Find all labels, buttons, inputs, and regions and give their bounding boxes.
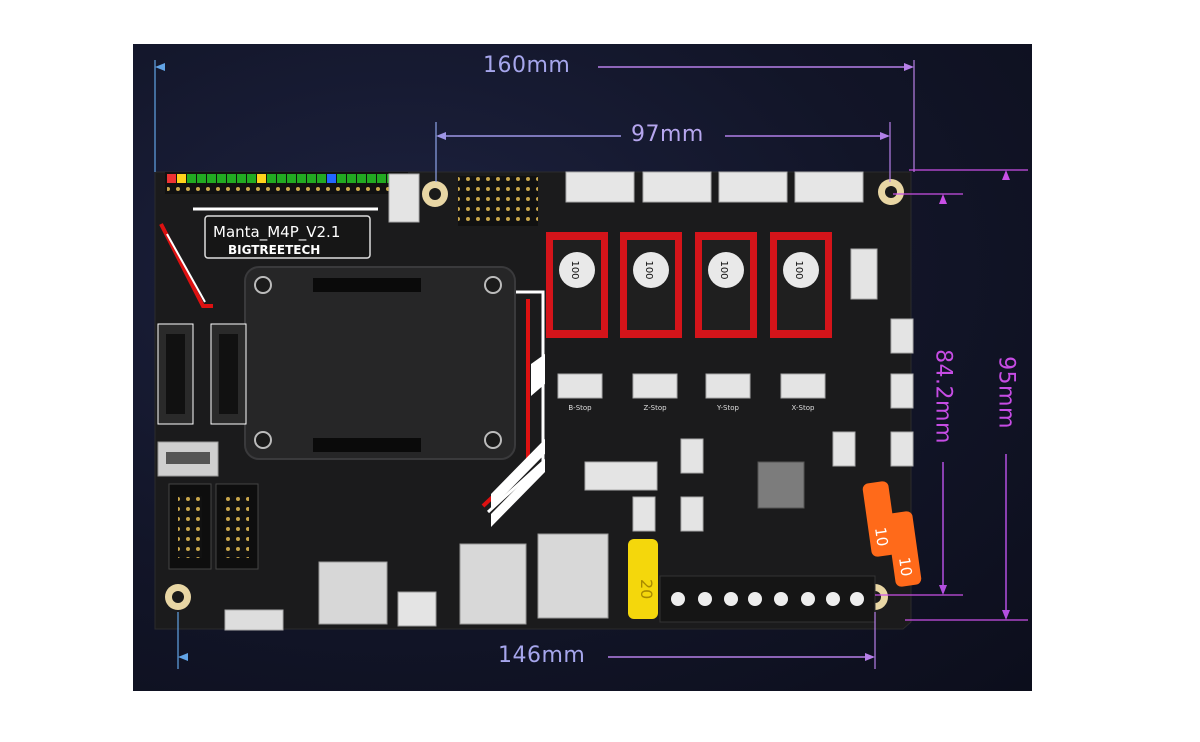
dimension-97mm: 97mm bbox=[631, 122, 704, 147]
inductor bbox=[757, 461, 805, 509]
decor-stripes bbox=[491, 354, 545, 527]
x-stop-label: X-Stop bbox=[792, 404, 815, 412]
board-illustration: Manta_M4P_V2.1 BIGTREETECH bbox=[154, 60, 1028, 669]
dimension-lines bbox=[154, 60, 1028, 669]
fuse-20-label: 20 bbox=[637, 579, 656, 599]
y-stop-label: Y-Stop bbox=[716, 404, 739, 412]
brand-label: BIGTREETECH bbox=[228, 243, 320, 257]
endstop-connectors: B-Stop Z-Stop Y-Stop X-Stop bbox=[557, 373, 826, 412]
dimension-95mm: 95mm bbox=[993, 356, 1019, 429]
driver-3-label: 100 bbox=[718, 260, 729, 279]
product-image: Manta_M4P_V2.1 BIGTREETECH bbox=[133, 44, 1032, 691]
socio-connector bbox=[388, 173, 420, 223]
fpc-connectors bbox=[157, 323, 247, 425]
motor-connectors bbox=[565, 171, 864, 203]
b-stop-label: B-Stop bbox=[568, 404, 592, 412]
driver-2-label: 100 bbox=[643, 260, 654, 279]
gpio-header bbox=[165, 172, 408, 194]
neopixel-connector bbox=[680, 496, 704, 532]
driver-4-label: 100 bbox=[793, 260, 804, 279]
fuse-10a-label: 10 bbox=[871, 526, 891, 547]
fuse-10b-label: 10 bbox=[895, 556, 915, 577]
exp-headers bbox=[168, 483, 259, 570]
rgb-connector bbox=[680, 438, 704, 474]
fan-connectors bbox=[832, 248, 914, 467]
z-stop-label: Z-Stop bbox=[643, 404, 667, 412]
bottom-ports: 20 bbox=[224, 533, 658, 631]
driver-1-label: 100 bbox=[569, 260, 580, 279]
model-label: Manta_M4P_V2.1 bbox=[213, 223, 340, 242]
cm4-socket bbox=[244, 266, 516, 460]
usb-a-port bbox=[157, 441, 219, 477]
spi-header bbox=[458, 176, 538, 226]
dimension-160mm: 160mm bbox=[483, 53, 571, 78]
dimension-84-2mm: 84.2mm bbox=[930, 349, 956, 444]
terminal-blocks bbox=[659, 575, 876, 623]
bltouch-connector bbox=[584, 461, 658, 491]
soc-fan-connector bbox=[632, 496, 656, 532]
orange-fuses: 10 10 bbox=[862, 481, 922, 587]
brand-plate: Manta_M4P_V2.1 BIGTREETECH bbox=[204, 215, 371, 259]
dimension-146mm: 146mm bbox=[498, 643, 586, 668]
stepper-drivers: 100 100 100 100 bbox=[546, 232, 832, 338]
